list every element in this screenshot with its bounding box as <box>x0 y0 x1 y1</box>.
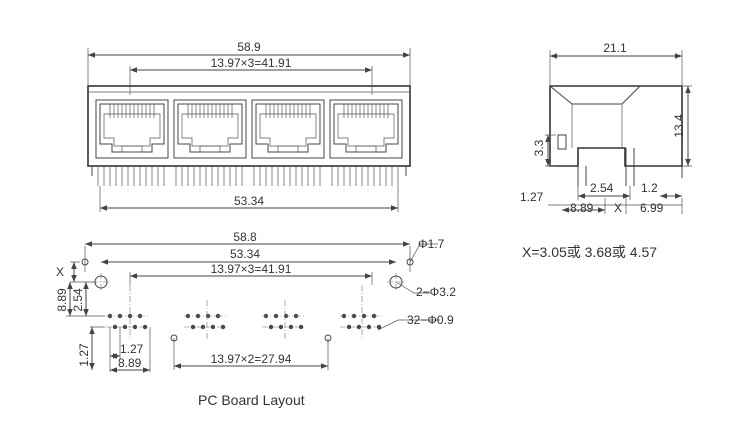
pcb-overall-width: 58.8 <box>233 230 257 244</box>
front-port-pitch: 13.97×3=41.91 <box>211 56 292 70</box>
pcb-hole-17: Φ1.7 <box>418 237 445 251</box>
side-dim-699: 6.99 <box>640 201 664 215</box>
pcb-layout: 58.8 53.34 13.97×3=41.91 Φ1.7 2−Φ3.2 32−… <box>55 230 456 408</box>
pcb-dim-254: 2.54 <box>71 288 85 312</box>
side-dim-889: 8.89 <box>570 201 594 215</box>
side-dim-12: 1.2 <box>641 181 658 195</box>
front-pin-span: 53.34 <box>234 194 264 208</box>
pcb-dim-889: 8.89 <box>55 288 69 312</box>
side-led-height: 3.3 <box>532 139 546 156</box>
pcb-dim-127-h: 1.27 <box>120 342 144 356</box>
side-dim-127: 1.27 <box>520 190 544 204</box>
pcb-dim-127-v: 1.27 <box>77 343 91 367</box>
pcb-hole-09: 32−Φ0.9 <box>407 313 454 327</box>
side-dim-254: 2.54 <box>590 181 614 195</box>
x-note: X=3.05或 3.68或 4.57 <box>522 244 657 260</box>
pcb-port-pitch: 13.97×3=41.91 <box>211 262 292 276</box>
pcb-dim-x: X <box>56 265 64 279</box>
front-view: 58.9 13.97×3=41.91 53.34 <box>87 40 411 212</box>
side-view: 21.1 13.4 3.3 2.54 1.2 1.27 8.89 X 6.99 <box>520 41 692 215</box>
pcb-dim-889-h: 8.89 <box>118 356 142 370</box>
pcb-caption: PC Board Layout <box>198 392 305 408</box>
front-overall-width: 58.9 <box>237 40 261 54</box>
pcb-hole-32: 2−Φ3.2 <box>416 285 456 299</box>
side-height: 13.4 <box>672 114 686 138</box>
pcb-pin-span: 53.34 <box>230 247 260 261</box>
side-depth: 21.1 <box>603 41 627 55</box>
side-dim-x: X <box>614 201 622 215</box>
pcb-big-pitch: 13.97×2=27.94 <box>211 352 292 366</box>
